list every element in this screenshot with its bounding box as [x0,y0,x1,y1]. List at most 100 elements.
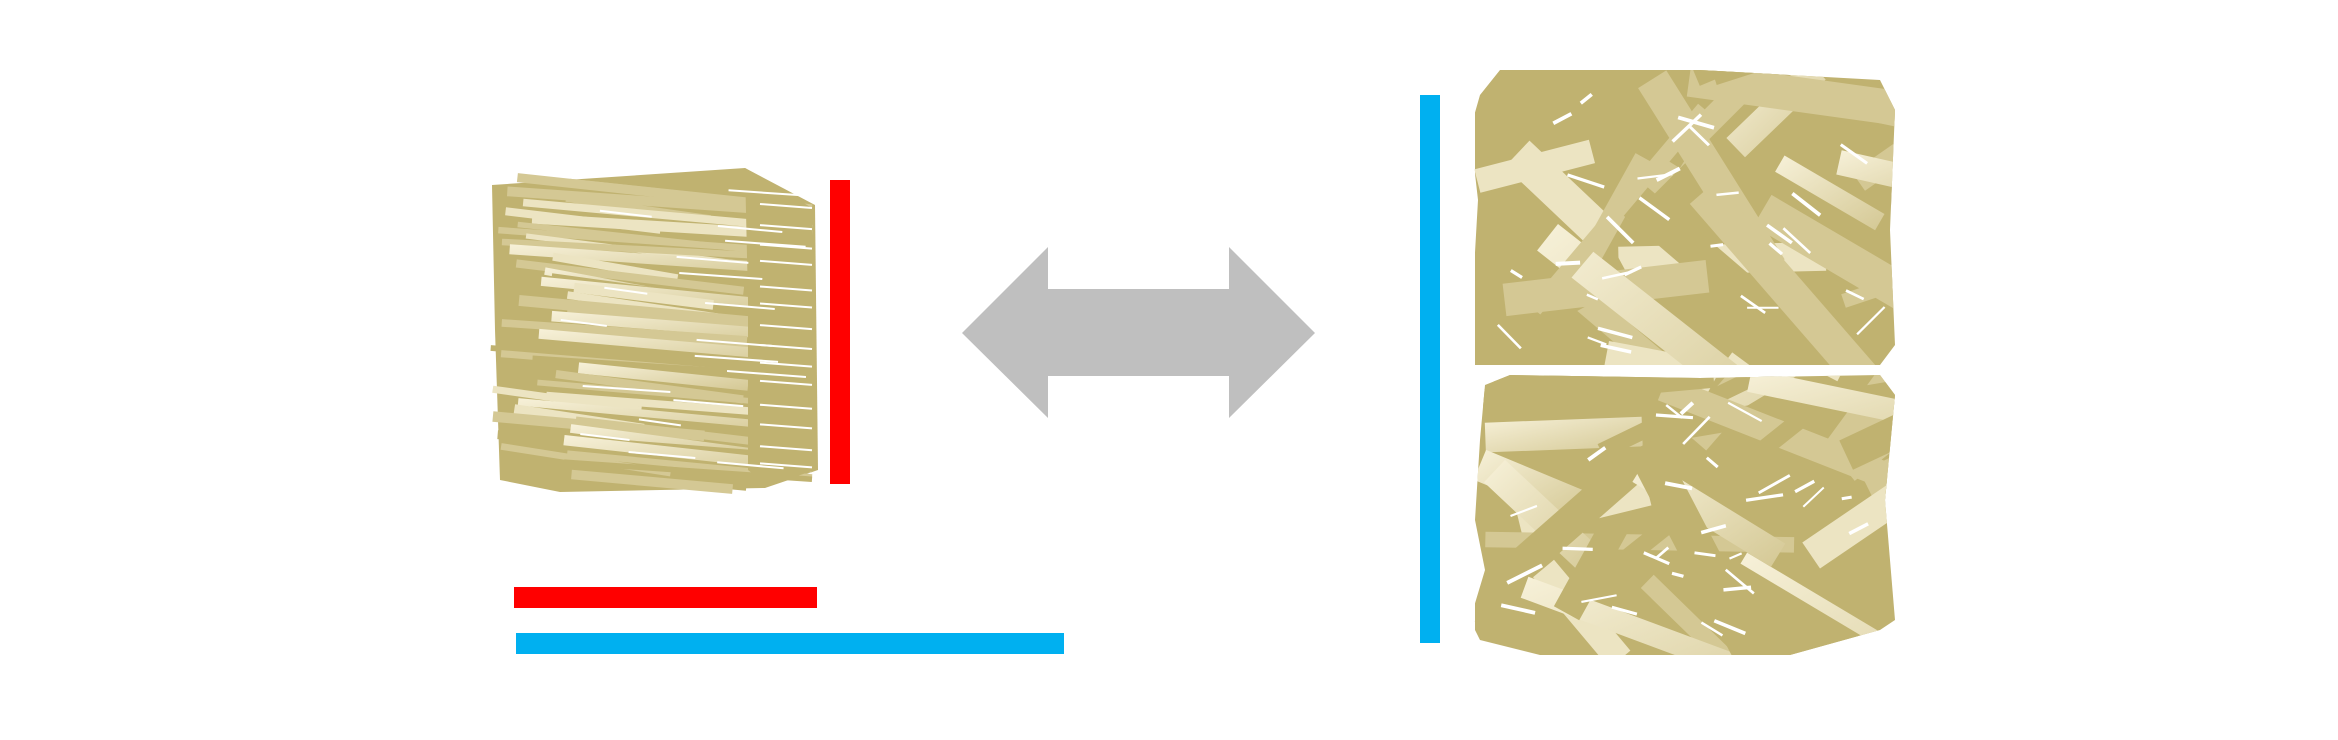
small-strand [538,328,813,363]
large-gap-line [1723,585,1752,592]
small-gap-line [604,286,648,295]
large-gap-line [1611,605,1638,616]
small-gap-line [725,239,806,248]
large-strand [1860,375,1895,497]
large-gap-line [1768,242,1784,256]
large-gap-line [1510,504,1538,517]
small-block-strands [490,168,817,494]
large-gap-line [1856,306,1886,336]
small-gap-line [759,445,813,452]
large-strand [1747,375,1895,453]
blue-vertical-bar [1420,95,1440,643]
small-gap-line [673,399,744,408]
large-strand [1537,70,1690,169]
small-gap-line [727,370,806,378]
large-gap-line [1496,324,1522,350]
large-gap-line [1555,260,1581,266]
large-gap-line [1637,173,1673,180]
large-gap-line [1506,563,1543,585]
small-gap-line [582,385,671,393]
large-gap-line [1747,306,1779,309]
small-gap-line [694,354,779,363]
large-gap-line [1586,293,1599,301]
small-gap-line [717,225,783,233]
large-gap-line [1605,215,1635,245]
large-strand [1475,375,1596,417]
large-gap-line [1716,191,1739,197]
large-strand [1484,459,1605,576]
large-gap-line [1727,401,1763,422]
large-gap-line [1687,123,1710,147]
small-gap-line [580,433,630,441]
large-strand [1775,155,1885,231]
large-gap-line [1845,289,1865,301]
large-strand [1857,94,1895,176]
large-gap-line [1601,270,1632,280]
small-strand [540,276,810,312]
small-strand [498,226,771,253]
small-gap-line [717,461,784,470]
small-strand [552,252,679,283]
large-gap-line [1510,269,1523,279]
small-gap-line [599,209,652,218]
compressed-strand-block [490,168,818,494]
large-gap-line [1729,552,1743,560]
large-gap-line [1671,571,1684,578]
small-strand [546,391,794,419]
small-gap-line [638,418,681,427]
large-strand [1753,194,1895,360]
small-gap-line [759,361,813,368]
large-gap-line [1655,546,1670,560]
large-gap-line [1643,551,1670,566]
large-strand [1802,395,1895,569]
small-strand [571,469,733,494]
small-gap-line [759,403,813,410]
large-gap-line [1677,115,1715,130]
large-gap-line [1794,479,1815,494]
small-gap-line [560,319,607,327]
small-strand [515,259,745,295]
large-gap-line [1638,196,1671,221]
large-gap-line [1679,401,1695,416]
large-strand [1692,70,1858,86]
double-headed-arrow-icon [962,247,1315,418]
small-gap-line [759,302,813,309]
large-gap-line [1700,524,1727,535]
large-strand [1474,139,1595,193]
small-gap-line [759,203,813,209]
red-vertical-bar [830,180,850,484]
large-strand [1839,384,1895,470]
small-strand [577,362,749,391]
small-gap-line [759,224,813,231]
large-gap-line [1587,336,1607,346]
large-gap-line [1682,415,1711,445]
small-gap-line [759,379,813,386]
small-gap-line [759,462,813,469]
red-horizontal-bar [514,587,817,608]
large-gap-line [1802,486,1825,508]
large-gap-line [1655,413,1694,420]
small-strand [507,186,756,214]
small-gap-line [759,324,813,331]
small-gap-line [679,272,763,280]
large-gap-line [1839,143,1868,165]
small-gap-line [759,285,813,292]
large-gap-line [1700,621,1724,637]
large-gap-line [1671,113,1703,143]
small-strand [567,305,756,328]
large-strand [1520,576,1837,655]
large-strand [1626,436,1795,655]
small-strand [573,282,714,310]
large-gap-line [1745,493,1784,502]
small-gap-line [759,259,813,266]
large-gap-line [1740,294,1766,314]
small-gap-line [628,451,696,459]
large-gap-line [1587,446,1607,462]
large-strand [1553,517,1629,621]
large-gap-line [1600,343,1632,354]
blue-horizontal-bar [516,633,1064,654]
large-strand [1686,70,1895,141]
small-gap-line [705,302,775,310]
small-gap-line [728,189,817,198]
